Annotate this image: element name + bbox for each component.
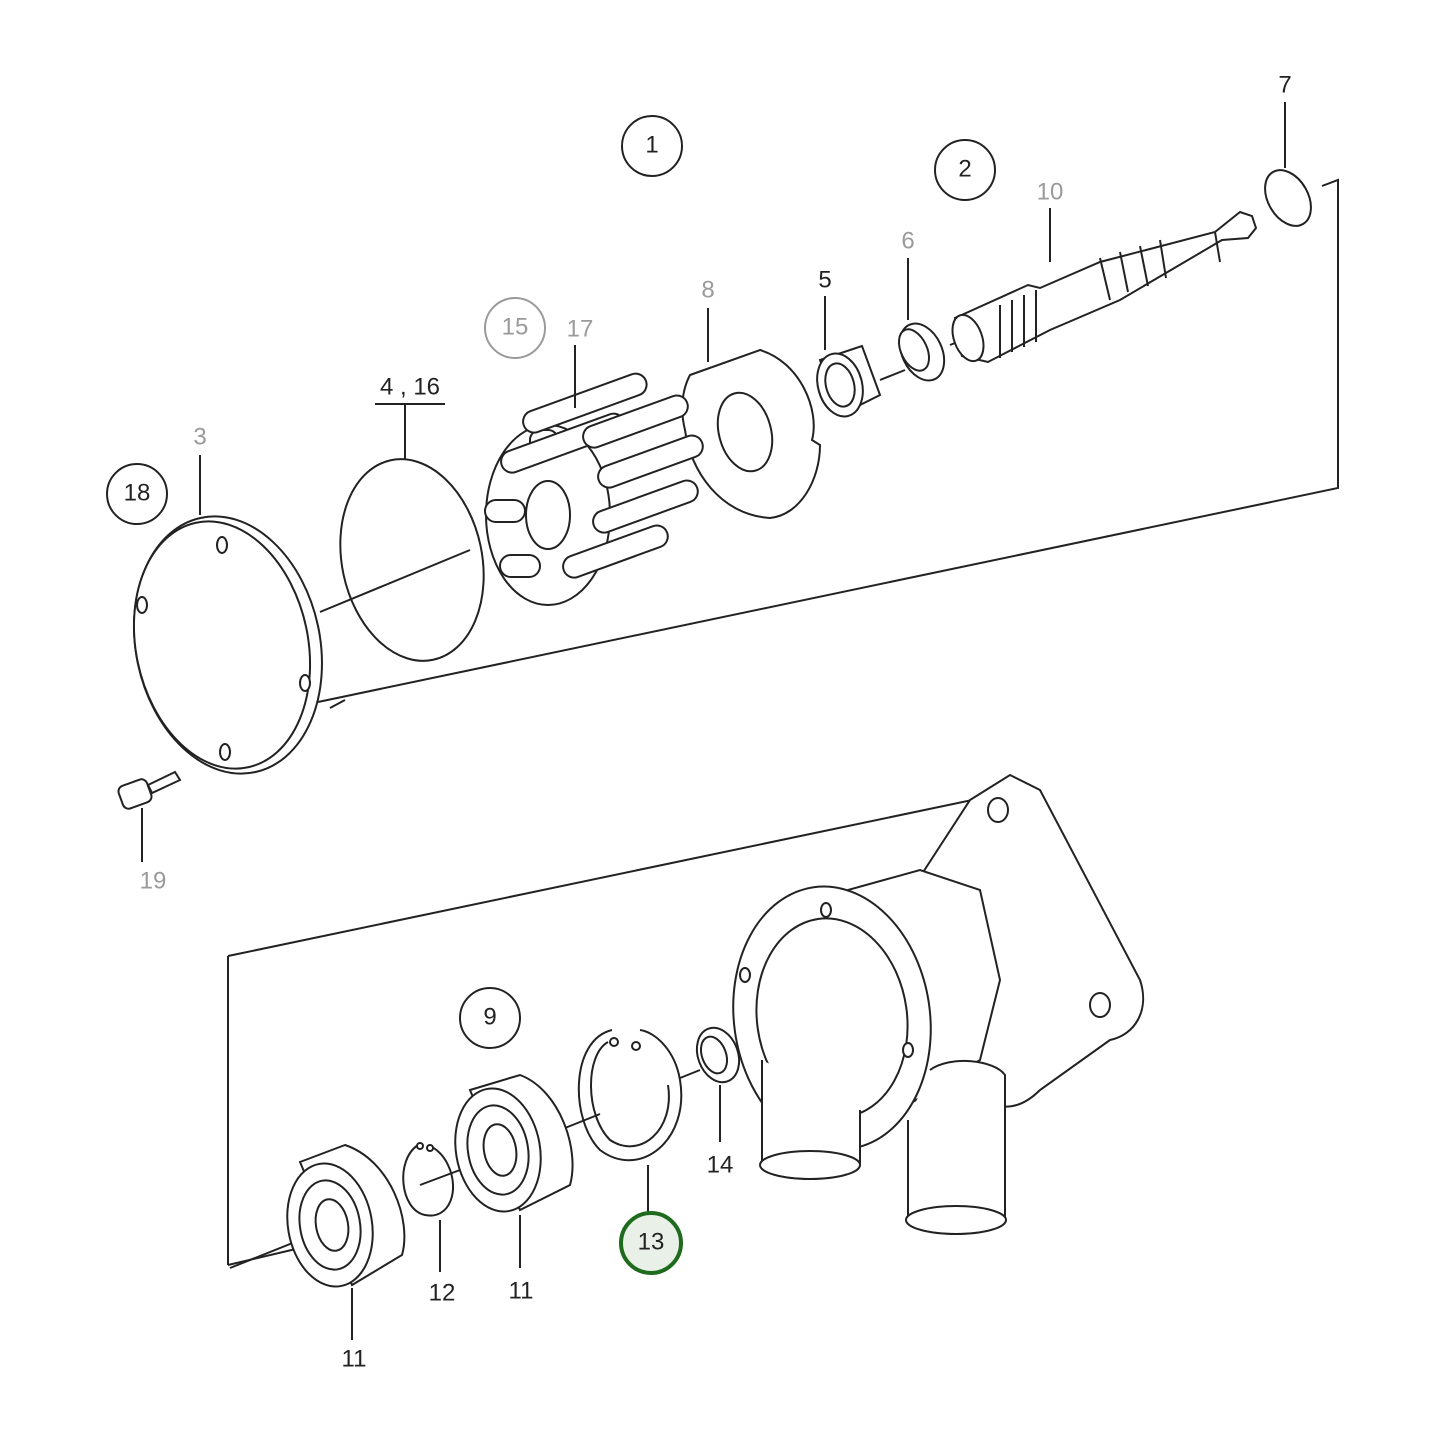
part-pump-housing [732,773,1145,1235]
assembly-frame-upper [317,178,1339,709]
part-7-oring [1264,169,1312,227]
label-5[interactable]: 5 [818,266,831,293]
label-17[interactable]: 17 [567,315,594,342]
assembly-frame-lower [227,789,1021,1266]
label-10[interactable]: 10 [1037,178,1064,205]
label-19[interactable]: 19 [140,867,167,894]
part-5-bushing [816,344,882,418]
svg-text:1: 1 [645,131,658,158]
label-11-right[interactable]: 11 [509,1277,534,1304]
svg-text:18: 18 [124,479,151,506]
part-12-circlip [402,1142,455,1217]
part-6-seal [897,322,946,382]
svg-text:2: 2 [958,155,971,182]
callout-18[interactable]: 18 [106,463,168,525]
part-11-bearing-a [286,1143,406,1288]
part-19-screw [117,770,182,810]
callout-9[interactable]: 9 [459,987,521,1049]
label-12[interactable]: 12 [429,1279,456,1306]
callout-15[interactable]: 15 [484,297,546,359]
leader-4-16 [375,403,445,460]
part-10-shaft [951,210,1258,364]
part-3-coverplate [132,515,323,775]
part-17-impeller [484,372,704,606]
part-11-bearing-b [454,1073,574,1213]
label-3[interactable]: 3 [193,423,206,450]
label-8[interactable]: 8 [701,276,714,303]
label-4-16[interactable]: 4 , 16 [380,373,440,400]
label-6[interactable]: 6 [901,227,914,254]
label-11-left[interactable]: 11 [342,1345,367,1372]
part-4-16-oring [339,458,485,662]
axis-line-lower [229,999,861,1269]
callout-1[interactable]: 1 [621,115,683,177]
callout-2[interactable]: 2 [934,139,996,201]
svg-text:9: 9 [483,1003,496,1030]
svg-text:13: 13 [638,1228,665,1255]
part-13-circlip [577,1029,683,1162]
svg-text:15: 15 [502,313,529,340]
label-14[interactable]: 14 [707,1151,734,1178]
label-7[interactable]: 7 [1278,71,1291,98]
part-8-wearplate [681,348,822,520]
part-14-seal [695,1026,741,1084]
callout-13-highlighted[interactable]: 13 [619,1211,683,1275]
